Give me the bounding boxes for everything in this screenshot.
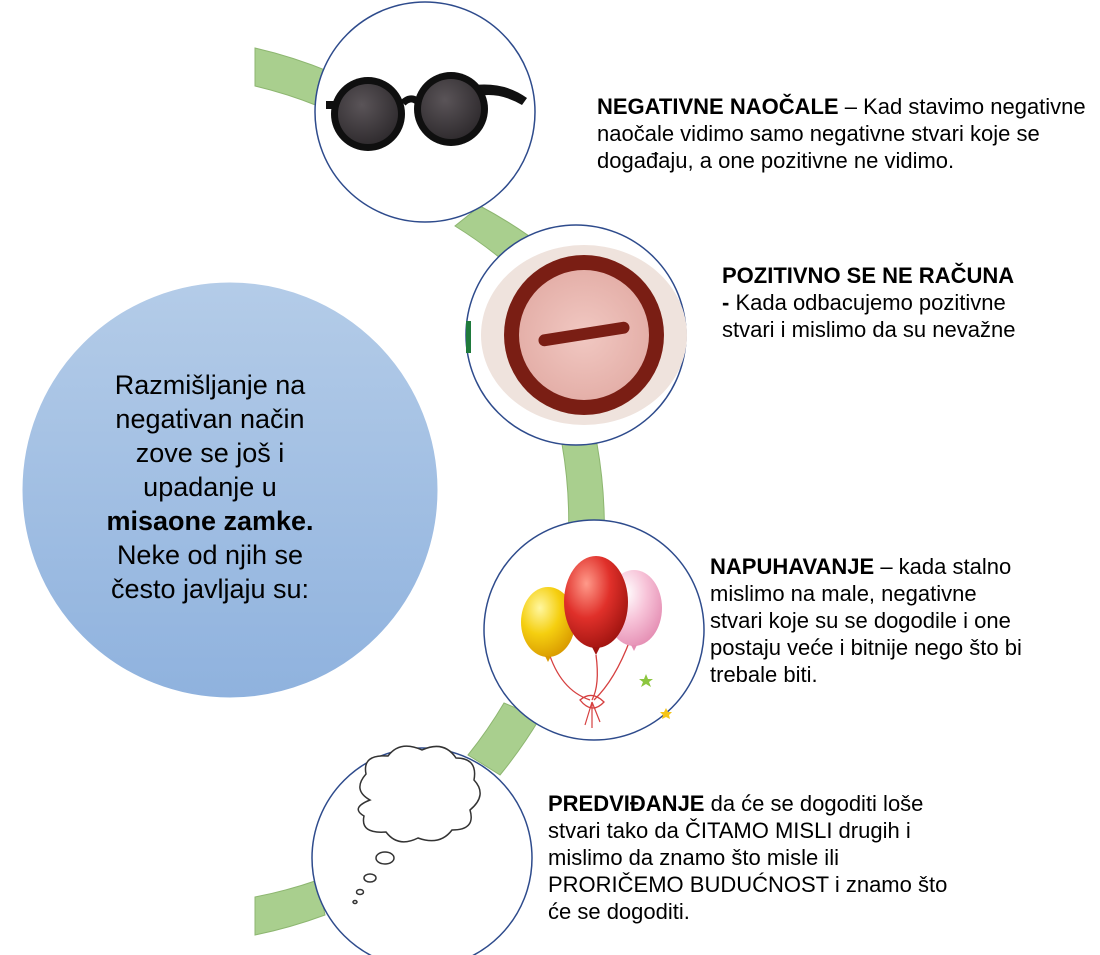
center-line: Neke od njih se (116, 540, 304, 570)
item-title: NEGATIVNE NAOČALE (597, 94, 839, 119)
item-text: Kada odbacujemo pozitivne stvari i misli… (722, 290, 1016, 342)
center-line: zove se još i (135, 438, 285, 468)
center-text: Razmišljanje na negativan način zove se … (60, 368, 360, 606)
center-circle (19, 279, 441, 701)
description-negativne-naocale: NEGATIVNE NAOČALE – Kad stavimo negativn… (597, 93, 1087, 174)
item-text: – Kad stavimo negativne naočale vidimo s… (597, 94, 1086, 173)
item-title: POZITIVNO SE NE RAČUNA - (722, 263, 1014, 315)
item-text: – kada stalno mislimo na male, negativne… (710, 554, 1022, 687)
center-line-bold: misaone zamke. (106, 506, 314, 536)
arc-segment-3 (467, 702, 541, 776)
item-text: da će se dogoditi loše stvari tako da ČI… (548, 791, 948, 924)
center-line: upadanje u (143, 472, 277, 502)
item-circle-balloons (483, 519, 705, 741)
description-pozitivno-se-ne-racuna: POZITIVNO SE NE RAČUNA - Kada odbacujemo… (722, 262, 1022, 343)
item-title: NAPUHAVANJE (710, 554, 875, 579)
arc-segment-bottom (254, 879, 326, 936)
center-line: negativan način (115, 404, 305, 434)
sunglasses-icon (326, 72, 527, 151)
center-line: često javljaju su: (110, 574, 310, 604)
item-circle-minus (465, 224, 687, 446)
center-line: Razmišljanje na (114, 370, 306, 400)
description-predvidanje: PREDVIĐANJE da će se dogoditi loše stvar… (548, 790, 948, 925)
item-circle-thought (311, 745, 533, 955)
item-circle-sunglasses (314, 1, 536, 223)
item-title: PREDVIĐANJE (548, 791, 705, 816)
minus-sign-icon (504, 255, 664, 415)
description-napuhavanje: NAPUHAVANJE – kada stalno mislimo na mal… (710, 553, 1030, 688)
balloons-icon (521, 556, 672, 728)
thought-bubble-icon (352, 745, 481, 905)
